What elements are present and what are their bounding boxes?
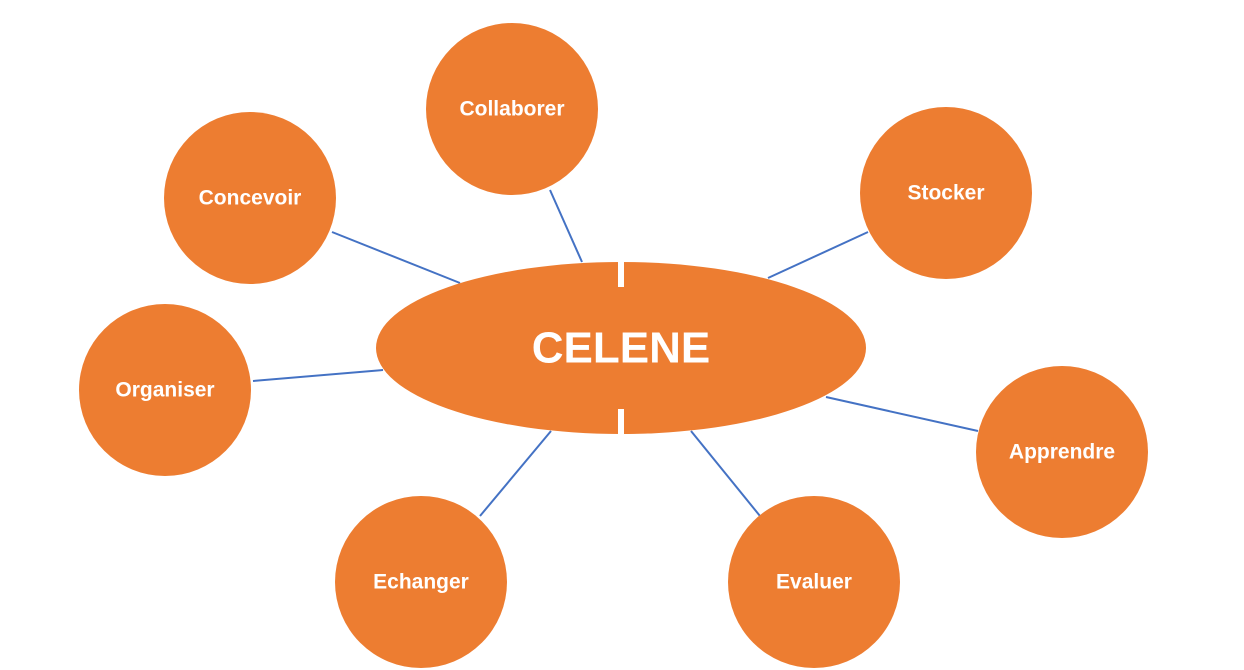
connector-stocker [767,231,869,279]
node-concevoir: Concevoir [164,112,336,284]
node-circle [426,23,598,195]
node-apprendre: Apprendre [976,366,1148,538]
node-stocker: Stocker [860,107,1032,279]
center-node: CELENE [376,260,866,436]
node-echanger: Echanger [335,496,507,668]
node-label: Concevoir [199,187,302,210]
center-ellipse [376,262,866,434]
node-label: Echanger [373,571,469,594]
center-top-notch [618,260,624,287]
connector-collaborer [549,189,583,263]
node-label: Evaluer [776,571,852,594]
connector-evaluer [690,430,761,517]
connector-echanger [479,430,552,517]
node-circle [976,366,1148,538]
node-evaluer: Evaluer [728,496,900,668]
connector-concevoir [331,231,461,284]
node-circle [860,107,1032,279]
center-label: CELENE [532,324,710,373]
node-organiser: Organiser [79,304,251,476]
node-circle [335,496,507,668]
connector-apprendre [825,396,979,432]
node-circle [79,304,251,476]
node-circle [728,496,900,668]
connector-organiser [252,369,384,382]
node-label: Apprendre [1009,441,1115,464]
node-circle [164,112,336,284]
node-label: Stocker [907,182,984,205]
connectors [252,189,979,517]
node-collaborer: Collaborer [426,23,598,195]
center-bottom-notch [618,409,624,436]
node-label: Organiser [115,379,214,402]
node-label: Collaborer [459,98,564,121]
